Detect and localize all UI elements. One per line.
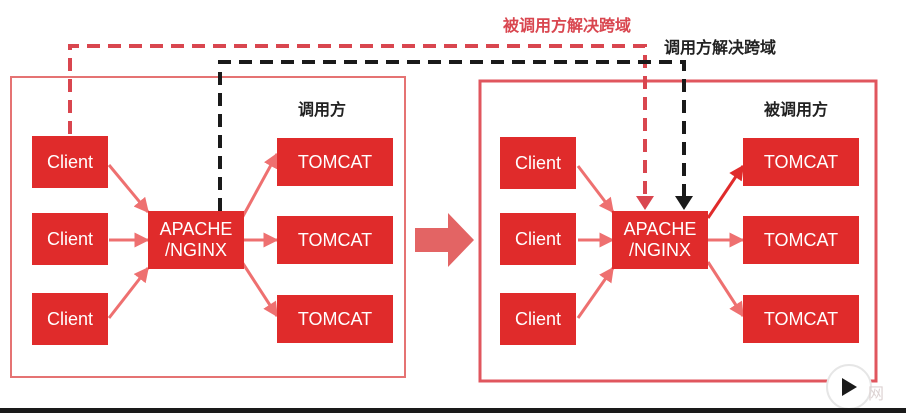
right-panel-border — [478, 79, 878, 383]
right-proxy-box: APACHE /NGINX — [612, 211, 708, 269]
right-client-box: Client — [500, 213, 576, 265]
left-tomcat-box: TOMCAT — [277, 295, 393, 343]
bottom-bar — [0, 408, 906, 413]
callee-solution-label: 被调用方解决跨域 — [503, 18, 632, 35]
caller-solution-dashed-path — [218, 60, 686, 211]
right-tomcat-box: TOMCAT — [743, 216, 859, 264]
right-client-box: Client — [500, 137, 576, 189]
play-icon — [842, 378, 857, 396]
transition-arrow — [415, 213, 474, 267]
right-connector-client3-proxy — [576, 266, 615, 319]
left-proxy-box: APACHE /NGINX — [148, 211, 244, 269]
right-panel-title: 被调用方 — [764, 102, 829, 119]
right-connector-proxy-server3 — [706, 261, 745, 318]
callee-solution-arrowhead — [636, 196, 654, 210]
caller-solution-arrowhead — [675, 196, 693, 210]
caller-solution-label: 调用方解决跨域 — [664, 40, 777, 57]
left-connector-proxy-server1 — [240, 152, 279, 219]
left-tomcat-box: TOMCAT — [277, 216, 393, 264]
left-tomcat-box: TOMCAT — [277, 138, 393, 186]
left-client-box: Client — [32, 136, 108, 188]
callee-solution-dashed-path — [68, 44, 647, 196]
left-panel-border — [10, 76, 406, 378]
play-button[interactable] — [826, 364, 872, 410]
right-connector-proxy-server1 — [706, 164, 745, 219]
left-connector-proxy-server3 — [240, 261, 279, 318]
left-client-box: Client — [32, 213, 108, 265]
right-tomcat-box: TOMCAT — [743, 138, 859, 186]
right-connector-client1-proxy — [576, 165, 615, 214]
watermark-text: 网 — [868, 386, 885, 403]
left-panel-title: 调用方 — [298, 102, 347, 119]
right-tomcat-box: TOMCAT — [743, 295, 859, 343]
left-client-box: Client — [32, 293, 108, 345]
right-client-box: Client — [500, 293, 576, 345]
left-connector-client1-proxy — [107, 164, 150, 214]
left-connector-client3-proxy — [107, 266, 150, 319]
